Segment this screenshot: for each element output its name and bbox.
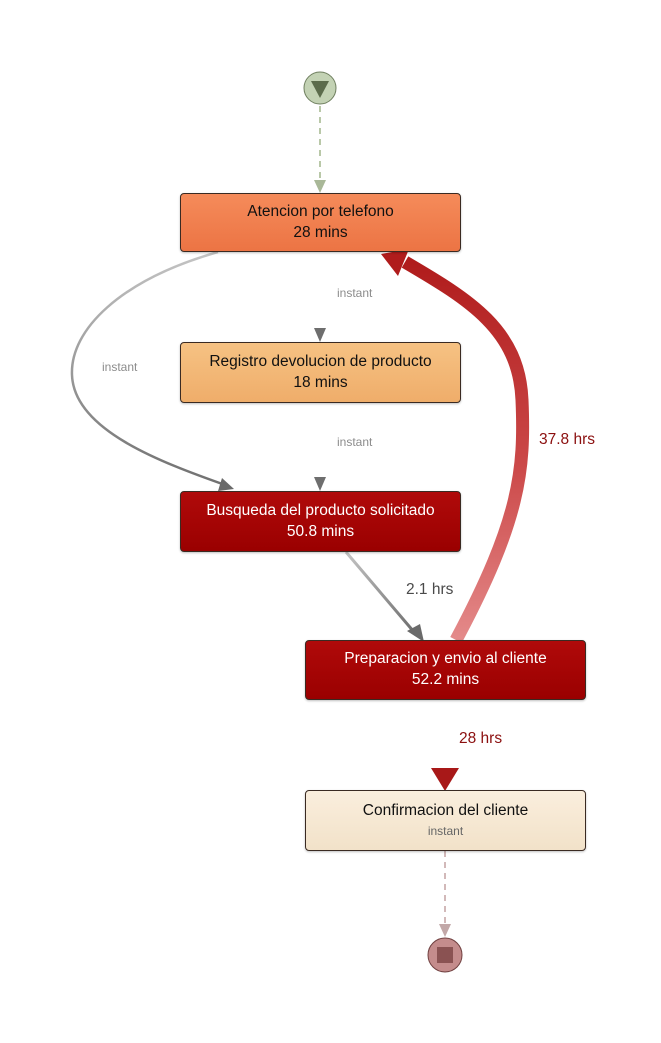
edge-label-atencion-busqueda: instant [102, 360, 138, 374]
node-duration: instant [427, 823, 464, 838]
edge-atencion-registro[interactable] [314, 252, 326, 342]
edge-preparacion-confirmacion[interactable] [431, 700, 459, 791]
edge-label-atencion-registro: instant [337, 286, 373, 300]
node-preparacion-envio[interactable]: Preparacion y envio al cliente 52.2 mins [305, 640, 586, 700]
edge-busqueda-preparacion[interactable] [344, 551, 424, 642]
square-stop-icon [437, 947, 453, 963]
node-duration: 52.2 mins [411, 671, 480, 688]
start-node[interactable] [303, 71, 337, 105]
edge-registro-busqueda[interactable] [314, 403, 326, 491]
node-busqueda-producto[interactable]: Busqueda del producto solicitado 50.8 mi… [180, 491, 461, 552]
node-title: Confirmacion del cliente [362, 801, 529, 819]
node-duration: 18 mins [293, 373, 348, 391]
triangle-down-icon [311, 81, 329, 98]
edge-confirmacion-end [439, 851, 451, 937]
edge-atencion-busqueda[interactable] [70, 250, 234, 491]
node-title: Atencion por telefono [247, 202, 394, 220]
node-registro-devolucion[interactable]: Registro devolucion de producto 18 mins [180, 342, 461, 403]
node-duration: 50.8 mins [286, 522, 355, 540]
edge-label-busqueda-preparacion: 2.1 hrs [406, 581, 454, 598]
edge-label-preparacion-atencion: 37.8 hrs [539, 431, 596, 448]
edge-start-atencion [314, 106, 326, 193]
edge-preparacion-atencion[interactable] [381, 249, 530, 644]
end-node[interactable] [427, 937, 463, 973]
edge-label-preparacion-confirmacion: 28 hrs [459, 730, 503, 747]
node-duration: 28 mins [293, 223, 348, 241]
node-title: Preparacion y envio al cliente [344, 650, 547, 667]
node-atencion-por-telefono[interactable]: Atencion por telefono 28 mins [180, 193, 461, 252]
node-confirmacion-cliente[interactable]: Confirmacion del cliente instant [305, 790, 586, 851]
node-title: Registro devolucion de producto [209, 352, 432, 370]
node-title: Busqueda del producto solicitado [206, 501, 435, 519]
edge-label-registro-busqueda: instant [337, 435, 373, 449]
